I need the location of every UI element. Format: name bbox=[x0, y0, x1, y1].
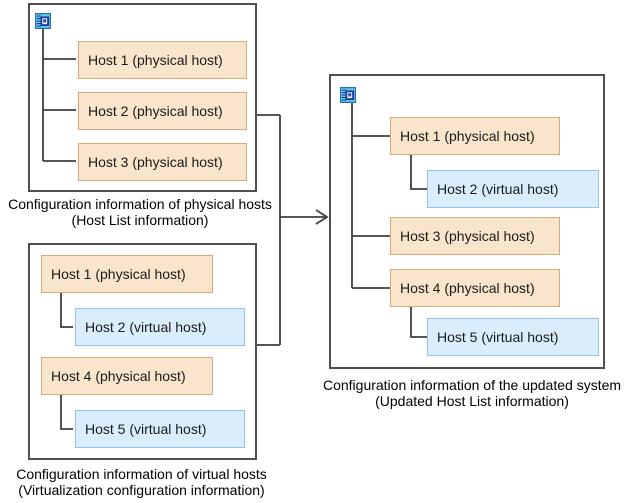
host-system-icon bbox=[35, 13, 51, 29]
host-label: Host 1 (physical host) bbox=[51, 266, 186, 282]
host-box: Host 3 (physical host) bbox=[78, 143, 247, 181]
caption-line: (Virtualization configuration informatio… bbox=[18, 481, 265, 498]
host-label: Host 3 (physical host) bbox=[88, 154, 223, 170]
caption-line: (Updated Host List information) bbox=[375, 392, 569, 409]
caption-line: Configuration information of the updated… bbox=[322, 377, 622, 393]
host-label: Host 4 (physical host) bbox=[400, 280, 535, 296]
caption-updated-system: Configuration information of the updated… bbox=[322, 377, 622, 409]
host-box: Host 3 (physical host) bbox=[390, 217, 560, 255]
host-box: Host 4 (physical host) bbox=[41, 357, 213, 395]
host-box: Host 1 (physical host) bbox=[390, 117, 560, 155]
host-label: Host 3 (physical host) bbox=[400, 228, 535, 244]
host-label: Host 1 (physical host) bbox=[400, 128, 535, 144]
host-box: Host 2 (physical host) bbox=[78, 92, 247, 130]
host-box: Host 4 (physical host) bbox=[390, 269, 560, 307]
host-box: Host 5 (virtual host) bbox=[427, 318, 599, 356]
panel-physical-hosts: Host 1 (physical host) Host 2 (physical … bbox=[28, 3, 257, 192]
host-label: Host 5 (virtual host) bbox=[85, 421, 207, 437]
host-label: Host 2 (physical host) bbox=[88, 103, 223, 119]
host-box: Host 1 (physical host) bbox=[78, 41, 247, 79]
caption-physical-hosts: Configuration information of physical ho… bbox=[0, 196, 280, 228]
caption-line: (Host List information) bbox=[71, 211, 209, 228]
host-label: Host 2 (virtual host) bbox=[437, 181, 559, 197]
host-label: Host 2 (virtual host) bbox=[85, 319, 207, 335]
host-box: Host 5 (virtual host) bbox=[75, 410, 245, 448]
host-label: Host 5 (virtual host) bbox=[437, 329, 559, 345]
caption-line: Configuration information of physical ho… bbox=[8, 196, 272, 212]
host-box: Host 2 (virtual host) bbox=[75, 308, 245, 346]
host-label: Host 1 (physical host) bbox=[88, 52, 223, 68]
host-box: Host 2 (virtual host) bbox=[427, 170, 599, 208]
host-label: Host 4 (physical host) bbox=[51, 368, 186, 384]
panel-virtual-hosts: Host 1 (physical host) Host 2 (virtual h… bbox=[28, 243, 257, 460]
caption-virtual-hosts: Configuration information of virtual hos… bbox=[0, 466, 283, 498]
host-system-icon bbox=[340, 87, 356, 103]
host-box: Host 1 (physical host) bbox=[41, 255, 213, 293]
panel-updated-system: Host 1 (physical host) Host 2 (virtual h… bbox=[329, 74, 605, 369]
caption-line: Configuration information of virtual hos… bbox=[16, 466, 267, 482]
